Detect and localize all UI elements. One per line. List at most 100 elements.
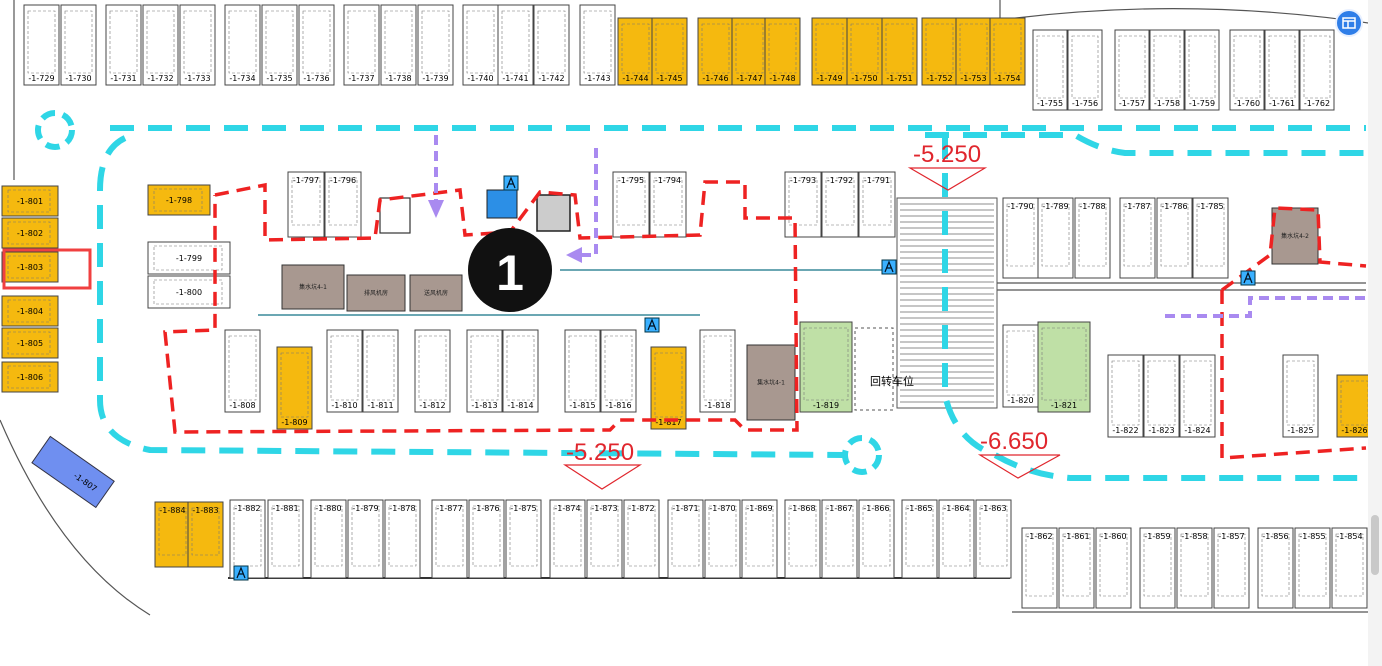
parking-space[interactable]: -1-748 xyxy=(764,17,801,86)
parking-space[interactable]: -1-814 xyxy=(502,329,539,413)
parking-space[interactable]: -1-751 xyxy=(881,17,918,86)
parking-space[interactable]: -1-729 xyxy=(23,4,60,86)
parking-space[interactable]: -1-872 xyxy=(623,499,660,579)
parking-space[interactable]: -1-812 xyxy=(414,329,451,413)
parking-space[interactable]: -1-808 xyxy=(224,329,261,413)
parking-space[interactable]: -1-811 xyxy=(362,329,399,413)
parking-space[interactable]: -1-807 xyxy=(31,435,115,509)
parking-space[interactable]: -1-731 xyxy=(105,4,142,86)
parking-space[interactable]: -1-810 xyxy=(326,329,363,413)
parking-space[interactable]: -1-804 xyxy=(1,295,59,327)
parking-space[interactable]: -1-870 xyxy=(704,499,741,579)
parking-space[interactable]: -1-738 xyxy=(380,4,417,86)
parking-space[interactable]: -1-792 xyxy=(821,171,859,238)
parking-space[interactable]: -1-877 xyxy=(431,499,468,579)
parking-space[interactable]: -1-857 xyxy=(1213,527,1250,609)
parking-space[interactable]: -1-861 xyxy=(1058,527,1095,609)
parking-space[interactable]: -1-822 xyxy=(1107,354,1144,438)
parking-space[interactable]: -1-866 xyxy=(858,499,895,579)
parking-space[interactable]: -1-815 xyxy=(564,329,601,413)
parking-space[interactable]: -1-732 xyxy=(142,4,179,86)
parking-space[interactable]: -1-806 xyxy=(1,361,59,393)
parking-space[interactable]: -1-785 xyxy=(1192,197,1229,279)
parking-space[interactable]: -1-869 xyxy=(741,499,778,579)
parking-space[interactable]: -1-818 xyxy=(699,329,736,413)
parking-space[interactable]: -1-879 xyxy=(347,499,384,579)
parking-space[interactable]: -1-752 xyxy=(921,17,958,86)
parking-space[interactable]: -1-817 xyxy=(650,346,687,430)
parking-space[interactable]: -1-761 xyxy=(1264,29,1300,111)
parking-space[interactable]: -1-756 xyxy=(1067,29,1103,111)
parking-space[interactable]: -1-856 xyxy=(1257,527,1294,609)
parking-space[interactable]: -1-740 xyxy=(462,4,499,86)
parking-space[interactable]: -1-863 xyxy=(975,499,1012,579)
parking-space[interactable]: -1-802 xyxy=(1,217,59,249)
parking-space[interactable]: -1-864 xyxy=(938,499,975,579)
parking-space[interactable]: -1-789 xyxy=(1037,197,1074,279)
parking-space[interactable]: -1-794 xyxy=(649,171,687,238)
parking-space[interactable]: -1-799 xyxy=(147,241,231,275)
parking-space[interactable]: -1-744 xyxy=(617,17,654,86)
parking-space[interactable]: -1-743 xyxy=(579,4,616,86)
parking-space[interactable]: -1-862 xyxy=(1021,527,1058,609)
parking-space[interactable]: -1-747 xyxy=(731,17,768,86)
parking-space[interactable]: -1-875 xyxy=(505,499,542,579)
parking-space[interactable]: -1-797 xyxy=(287,171,325,238)
parking-space[interactable]: -1-867 xyxy=(821,499,858,579)
parking-space[interactable]: -1-878 xyxy=(384,499,421,579)
scrollbar-thumb[interactable] xyxy=(1371,515,1379,575)
parking-space[interactable]: -1-750 xyxy=(846,17,883,86)
parking-space[interactable]: -1-881 xyxy=(267,499,304,579)
parking-space[interactable]: -1-809 xyxy=(276,346,313,430)
parking-space[interactable]: -1-882 xyxy=(229,499,266,579)
parking-space[interactable]: -1-754 xyxy=(989,17,1026,86)
parking-space[interactable]: -1-795 xyxy=(612,171,650,238)
parking-space[interactable]: -1-803 xyxy=(1,251,59,283)
parking-space[interactable]: -1-868 xyxy=(784,499,821,579)
parking-space[interactable]: -1-871 xyxy=(667,499,704,579)
parking-space[interactable]: -1-736 xyxy=(298,4,335,86)
parking-space[interactable]: -1-801 xyxy=(1,185,59,217)
parking-space[interactable]: -1-883 xyxy=(187,501,224,568)
parking-space[interactable]: -1-760 xyxy=(1229,29,1265,111)
parking-space[interactable]: -1-874 xyxy=(549,499,586,579)
location-marker[interactable]: 1 xyxy=(468,228,552,312)
parking-space[interactable]: -1-788 xyxy=(1074,197,1111,279)
parking-space[interactable]: -1-730 xyxy=(60,4,97,86)
parking-space[interactable]: -1-880 xyxy=(310,499,347,579)
parking-space[interactable]: -1-742 xyxy=(533,4,570,86)
parking-space[interactable]: -1-737 xyxy=(343,4,380,86)
parking-space[interactable]: -1-825 xyxy=(1282,354,1319,438)
parking-space[interactable]: -1-820 xyxy=(1002,324,1039,408)
parking-space[interactable]: -1-800 xyxy=(147,275,231,309)
parking-space[interactable]: -1-884 xyxy=(154,501,191,568)
parking-space[interactable]: -1-757 xyxy=(1114,29,1150,111)
parking-space[interactable]: -1-739 xyxy=(417,4,454,86)
parking-space[interactable]: -1-819 xyxy=(799,321,853,413)
parking-space[interactable]: -1-859 xyxy=(1139,527,1176,609)
parking-space[interactable]: -1-733 xyxy=(179,4,216,86)
parking-space[interactable]: -1-758 xyxy=(1149,29,1185,111)
parking-space[interactable]: -1-798 xyxy=(147,184,211,216)
parking-space[interactable]: -1-796 xyxy=(324,171,362,238)
parking-space[interactable]: -1-793 xyxy=(784,171,822,238)
parking-space[interactable]: -1-791 xyxy=(858,171,896,238)
parking-space[interactable]: -1-855 xyxy=(1294,527,1331,609)
parking-space[interactable]: -1-787 xyxy=(1119,197,1156,279)
parking-space[interactable]: -1-749 xyxy=(811,17,848,86)
parking-space[interactable]: -1-759 xyxy=(1184,29,1220,111)
parking-space[interactable]: -1-824 xyxy=(1179,354,1216,438)
parking-space[interactable]: -1-813 xyxy=(466,329,503,413)
parking-space[interactable]: -1-746 xyxy=(697,17,734,86)
parking-space[interactable]: -1-745 xyxy=(651,17,688,86)
parking-space[interactable]: -1-823 xyxy=(1143,354,1180,438)
parking-space[interactable]: -1-821 xyxy=(1037,321,1091,413)
parking-space[interactable]: -1-873 xyxy=(586,499,623,579)
parking-space[interactable]: -1-734 xyxy=(224,4,261,86)
parking-space[interactable]: -1-755 xyxy=(1032,29,1068,111)
parking-space[interactable]: -1-816 xyxy=(600,329,637,413)
parking-space[interactable]: -1-741 xyxy=(497,4,534,86)
scrollbar-track[interactable] xyxy=(1368,0,1382,666)
parking-space[interactable]: -1-826 xyxy=(1336,374,1373,438)
parking-space[interactable]: -1-876 xyxy=(468,499,505,579)
